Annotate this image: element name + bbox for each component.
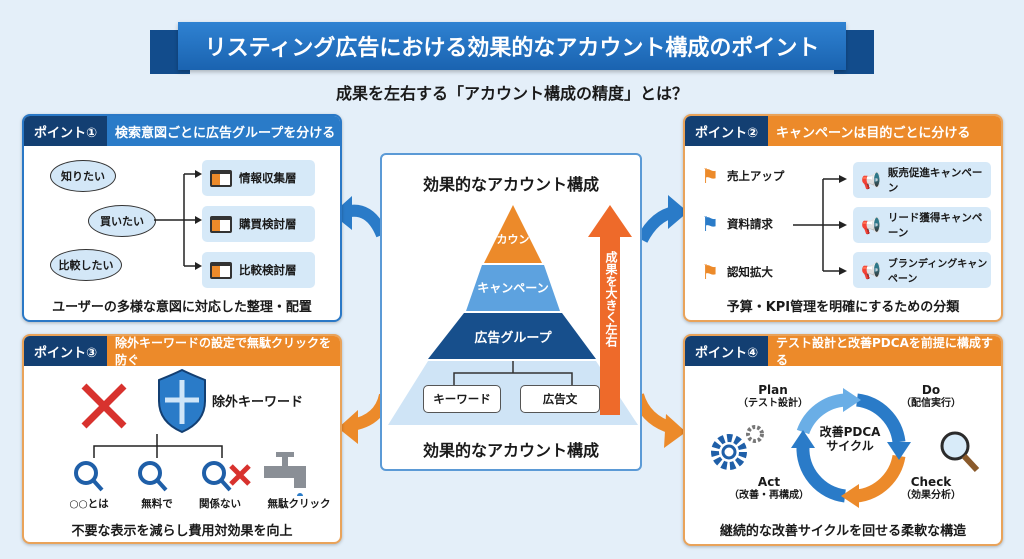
tree-lines: [93, 434, 223, 458]
search-icon: [202, 461, 232, 492]
subtitle: 成果を左右する「アカウント構成の精度」とは？: [335, 84, 688, 103]
results-arrow-label: 成果を大きく左右: [604, 251, 618, 347]
cycle-arc-do: [855, 393, 906, 444]
campaign-item: 📢ブランディングキャンペーン: [853, 252, 991, 288]
megaphone-icon: 📢: [861, 215, 881, 235]
browser-window-icon: [210, 261, 232, 279]
browser-window-icon: [210, 169, 232, 187]
cycle-arc-plan: [796, 393, 846, 435]
pyramid-level-campaign: [466, 265, 560, 311]
magnifier-icon: [940, 431, 980, 473]
megaphone-icon: 📢: [861, 170, 881, 190]
level-adgroup: 広告グループ: [474, 331, 552, 346]
point1-heading: 検索意図ごとに広告グループを分ける: [107, 116, 340, 146]
search-icon: [74, 461, 104, 492]
campaign-item: 📢リード獲得キャンペーン: [853, 207, 991, 243]
point1-footer: ユーザーの多様な意図に対応した整理・配置: [52, 300, 312, 315]
red-x-icon: [81, 383, 127, 429]
point4-heading: テスト設計と改善PDCAを前提に構成する: [768, 336, 1001, 367]
pdca-step-do: Do（配信実行）: [901, 383, 961, 409]
campaign-item: 📢販売促進キャンペーン: [853, 162, 991, 198]
wasted-click-label: 無駄クリック: [267, 498, 331, 510]
megaphone-icon: 📢: [861, 260, 881, 280]
results-arrow: [588, 205, 632, 415]
goal-label: 認知拡大: [726, 265, 773, 279]
point3-number: ポイント③: [24, 336, 108, 366]
cycle-arc-check: [855, 454, 906, 503]
leaf-ad-text: 広告文: [520, 385, 600, 413]
branch-lines: [793, 175, 847, 275]
flag-icon: ⚑: [701, 212, 719, 236]
gear-icon: [711, 434, 747, 470]
goal-label: 資料請求: [726, 217, 773, 231]
leaf-keyword: キーワード: [423, 385, 501, 413]
point3-footer: 不要な表示を減らし費用対効果を向上: [71, 524, 293, 539]
cycle-arc-act: [796, 445, 847, 503]
red-x-icon: [229, 464, 251, 486]
flag-icon: ⚑: [701, 260, 719, 284]
pdca-step-check: Check（効果分析）: [901, 475, 961, 501]
ad-group-item: 購買検討層: [202, 206, 315, 242]
point1-number: ポイント①: [24, 116, 108, 146]
intent-cloud: 買いたい: [88, 205, 156, 237]
pdca-step-plan: Plan（テスト設計）: [738, 383, 808, 409]
browser-window-icon: [210, 215, 232, 233]
point4-footer: 継続的な改善サイクルを回せる柔軟な構造: [719, 524, 967, 539]
intent-cloud: 比較したい: [50, 249, 122, 281]
point2-heading: キャンペーンは目的ごとに分ける: [768, 116, 1001, 146]
center-bottom-title: 効果的なアカウント構成: [422, 441, 599, 460]
intent-cloud: 知りたい: [50, 160, 116, 192]
pyramid-level-account: [484, 205, 542, 263]
faucet-icon: [264, 452, 306, 496]
pyramid-level-adgroup: [428, 313, 596, 359]
point2-footer: 予算・KPI管理を明確にするための分類: [726, 300, 960, 315]
point3-heading: 除外キーワードの設定で無駄クリックを防ぐ: [107, 336, 340, 367]
level-campaign: キャンペーン: [477, 281, 549, 295]
pyramid-tree-lines: [453, 361, 573, 385]
gear-icon: [746, 425, 764, 443]
center-title: 効果的なアカウント構成: [422, 175, 599, 194]
center-structure-panel: 効果的なアカウント構成 アカウント キャンペーン 広告グループ キーワード 広告…: [380, 153, 642, 471]
search-icon: [138, 461, 168, 492]
exclusion-graphic: [74, 368, 306, 496]
ad-group-item: 情報収集層: [202, 160, 315, 196]
ad-group-item: 比較検討層: [202, 252, 315, 288]
pdca-step-act: Act（改善・再構成）: [729, 475, 809, 501]
keyword-label: ○○とは: [69, 498, 109, 510]
point2-number: ポイント②: [685, 116, 769, 146]
page-title: リスティング広告における効果的なアカウント構成のポイント: [178, 22, 846, 70]
keyword-label: 無料で: [141, 498, 173, 510]
keyword-label: 関係ない: [199, 498, 241, 510]
point4-number: ポイント④: [685, 336, 769, 366]
shield-icon: [158, 368, 206, 434]
pdca-cycle-graphic: [711, 388, 980, 508]
goal-label: 売上アップ: [726, 169, 785, 183]
level-account: アカウント: [485, 233, 541, 246]
exclude-keyword-label: 除外キーワード: [212, 395, 304, 410]
branch-lines: [154, 170, 202, 270]
flag-icon: ⚑: [701, 164, 719, 188]
